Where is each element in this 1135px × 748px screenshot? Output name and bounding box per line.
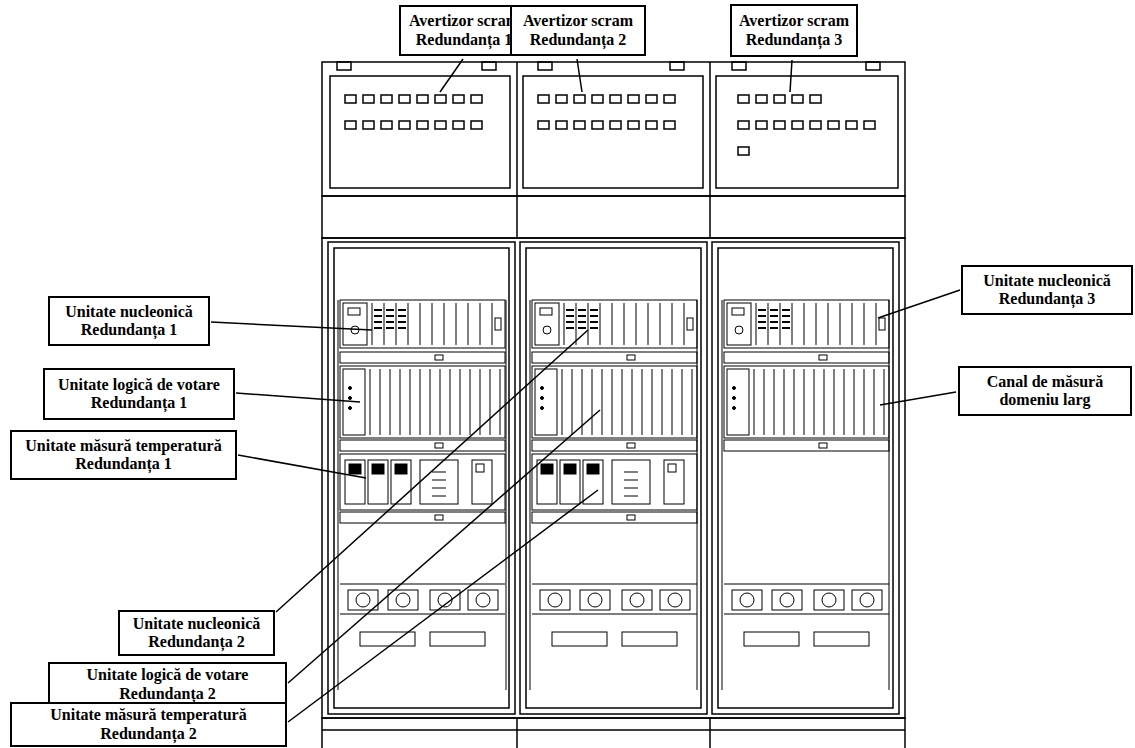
callout-label: Unitate nucleonică Redundanța 3 bbox=[967, 272, 1127, 309]
callout-label: Unitate nucleonică Redundanța 1 bbox=[54, 303, 204, 340]
callout-label: Canal de măsură domeniu larg bbox=[964, 373, 1126, 410]
callout-box: Avertizor scram Redundanța 3 bbox=[730, 4, 858, 57]
callout-box: Unitate nucleonică Redundanța 3 bbox=[961, 265, 1133, 315]
callout-label: Avertizor scram Redundanța 2 bbox=[516, 12, 640, 49]
callout-box: Unitate măsură temperatură Redundanța 2 bbox=[10, 702, 287, 747]
leader-lines bbox=[211, 59, 960, 722]
callout-box: Unitate nucleonică Redundanța 2 bbox=[118, 610, 275, 656]
callout-box: Canal de măsură domeniu larg bbox=[958, 366, 1132, 416]
callout-box: Unitate măsură temperatură Redundanța 1 bbox=[10, 430, 237, 480]
callout-label: Avertizor scram Redundanța 1 bbox=[405, 12, 523, 49]
callout-box: Unitate nucleonică Redundanța 1 bbox=[48, 296, 210, 346]
callout-label: Unitate logică de votare Redundanța 2 bbox=[54, 666, 281, 703]
callout-box: Unitate logică de votare Redundanța 1 bbox=[43, 368, 235, 420]
callout-label: Unitate logică de votare Redundanța 1 bbox=[49, 376, 229, 413]
callout-label: Unitate măsură temperatură Redundanța 2 bbox=[16, 706, 281, 743]
callout-box: Avertizor scram Redundanța 2 bbox=[510, 5, 646, 56]
callout-label: Unitate măsură temperatură Redundanța 1 bbox=[16, 437, 231, 474]
callout-label: Unitate nucleonică Redundanța 2 bbox=[124, 615, 269, 652]
callout-box: Unitate logică de votare Redundanța 2 bbox=[48, 662, 287, 707]
callout-label: Avertizor scram Redundanța 3 bbox=[736, 12, 852, 49]
